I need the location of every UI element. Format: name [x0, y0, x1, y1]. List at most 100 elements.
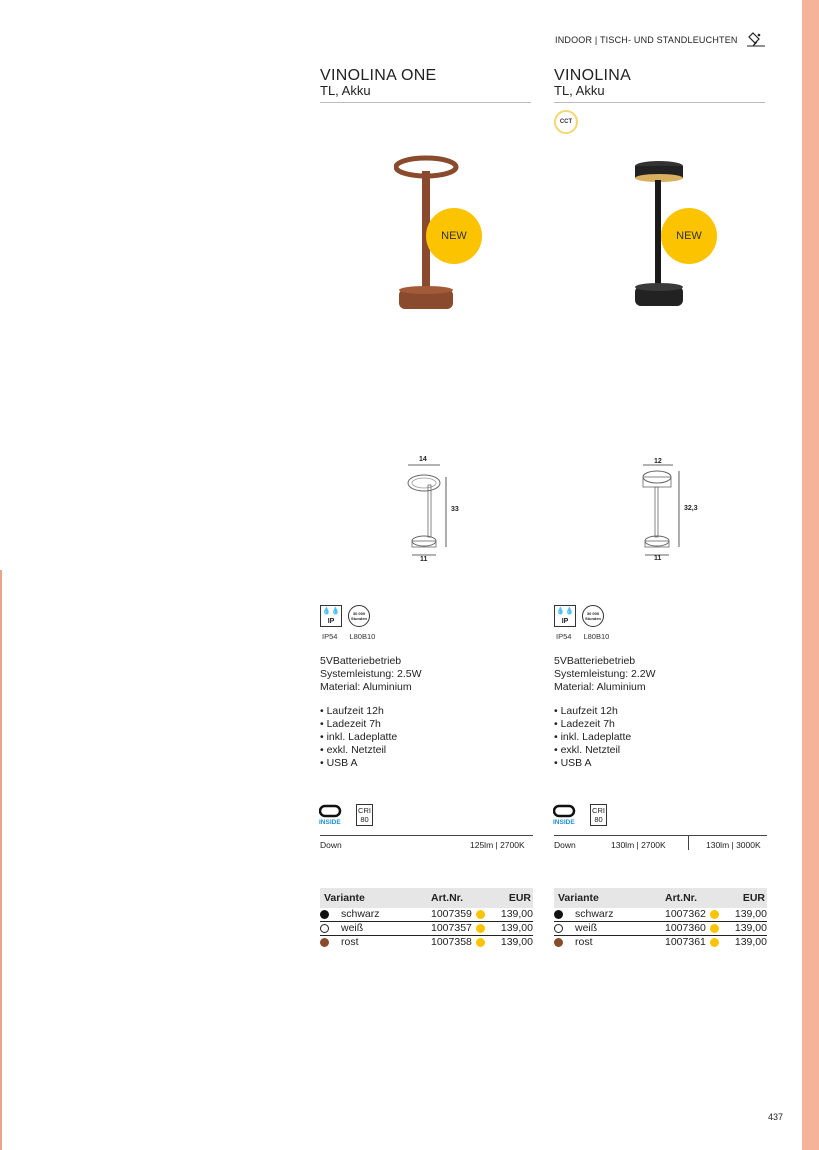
cert-icons: 💧💧IP 30 000 Stunden — [554, 605, 604, 627]
new-badge: NEW — [661, 208, 717, 264]
lumen-divider — [554, 835, 767, 836]
feature-item: exkl. Netzteil — [554, 744, 631, 757]
table-row: weiß 1007357 139,00 — [320, 922, 533, 936]
dim-width: 14 — [419, 456, 427, 463]
title-divider — [320, 102, 531, 103]
lumen-value: 130lm | 3000K — [706, 840, 761, 850]
variant-table: Variante Art.Nr. EUR schwarz 1007359 139… — [320, 888, 533, 949]
feature-item: Laufzeit 12h — [320, 705, 397, 718]
lumen-separator — [688, 836, 689, 850]
color-dot-schwarz — [554, 910, 563, 919]
spec-line: Systemleistung: 2.2W — [554, 668, 656, 680]
dim-height: 33 — [451, 506, 459, 513]
feature-item: Laufzeit 12h — [554, 705, 631, 718]
dim-base: 11 — [420, 556, 428, 563]
feature-item: USB A — [320, 757, 397, 770]
dim-base: 11 — [654, 555, 662, 562]
variant-name: weiß — [575, 922, 598, 934]
product-title: VINOLINA ONE — [320, 67, 437, 84]
article-number: 1007359 — [431, 908, 472, 920]
variant-name: schwarz — [341, 908, 380, 920]
price: 139,00 — [500, 908, 533, 920]
feature-item: exkl. Netzteil — [320, 744, 397, 757]
article-number: 1007362 — [665, 908, 706, 920]
col-variante: Variante — [324, 892, 365, 904]
article-number: 1007360 — [665, 922, 706, 934]
product-subtitle: TL, Akku — [320, 83, 371, 98]
availability-icon — [476, 910, 485, 919]
col-artnr: Art.Nr. — [665, 892, 698, 904]
ip-label: IP54 — [556, 632, 572, 641]
spec-list: 5VBatteriebetrieb Systemleistung: 2.2W M… — [554, 655, 656, 694]
variant-name: weiß — [341, 922, 364, 934]
led-inside-icon: INSIDE — [553, 804, 575, 826]
cri-icon: CRI 80 — [590, 804, 607, 826]
dim-height: 32,3 — [684, 505, 698, 512]
spec-line: Systemleistung: 2.5W — [320, 668, 422, 680]
accent-stripe — [802, 0, 819, 1150]
table-row: rost 1007361 139,00 — [554, 936, 767, 949]
product-subtitle: TL, Akku — [554, 83, 605, 98]
spec-list: 5VBatteriebetrieb Systemleistung: 2.5W M… — [320, 655, 422, 694]
lifetime-hours-icon: 30 000 Stunden — [582, 605, 604, 627]
lumen-divider — [320, 835, 533, 836]
table-row: schwarz 1007359 139,00 — [320, 908, 533, 922]
cri-label: CRI — [358, 806, 371, 815]
spec-line: Material: Aluminium — [554, 681, 646, 693]
color-dot-rost — [554, 938, 563, 947]
feature-list: Laufzeit 12h Ladezeit 7h inkl. Ladeplatt… — [554, 705, 632, 770]
feature-item: Ladezeit 7h — [554, 718, 631, 731]
variant-table: Variante Art.Nr. EUR schwarz 1007362 139… — [554, 888, 767, 949]
spec-line: Material: Aluminium — [320, 681, 412, 693]
article-number: 1007361 — [665, 936, 706, 948]
article-number: 1007358 — [431, 936, 472, 948]
feature-list: Laufzeit 12h Ladezeit 7h inkl. Ladeplatt… — [320, 705, 398, 770]
price: 139,00 — [734, 908, 767, 920]
price: 139,00 — [734, 922, 767, 934]
cert-labels: IP54 L80B10 — [322, 632, 375, 641]
cri-icon: CRI 80 — [356, 804, 373, 826]
product-vinolina: VINOLINA TL, Akku CCT — [554, 67, 767, 134]
availability-icon — [710, 924, 719, 933]
color-dot-weiss — [554, 924, 563, 933]
ip-label: IP54 — [322, 632, 338, 641]
category-header: INDOOR | TISCH- UND STANDLEUCHTEN — [555, 35, 738, 45]
price: 139,00 — [734, 936, 767, 948]
price: 139,00 — [500, 936, 533, 948]
table-row: weiß 1007360 139,00 — [554, 922, 767, 936]
variant-name: rost — [575, 936, 593, 948]
product-title: VINOLINA — [554, 67, 632, 84]
ip-rating-icon: 💧💧IP — [320, 605, 342, 627]
led-inside-label: INSIDE — [553, 819, 575, 826]
light-direction: Down — [554, 840, 576, 850]
new-badge: NEW — [426, 208, 482, 264]
col-eur: EUR — [742, 892, 765, 904]
dim-width: 12 — [654, 458, 662, 465]
dimension-drawing — [407, 464, 447, 556]
title-divider — [554, 102, 765, 103]
led-inside-label: INSIDE — [319, 819, 341, 826]
cri-value: 80 — [360, 815, 369, 824]
lifetime-label: L80B10 — [583, 632, 610, 641]
feature-item: inkl. Ladeplatte — [554, 731, 632, 744]
table-row: rost 1007358 139,00 — [320, 936, 533, 949]
variant-name: schwarz — [575, 908, 614, 920]
lifetime-hours-icon: 30 000 Stunden — [348, 605, 370, 627]
cert-icons: 💧💧IP 30 000 Stunden — [320, 605, 370, 627]
led-inside-icon: INSIDE — [319, 804, 341, 826]
color-dot-rost — [320, 938, 329, 947]
product-vinolina-one: VINOLINA ONE TL, Akku — [320, 67, 533, 103]
color-dot-schwarz — [320, 910, 329, 919]
cert-labels: IP54 L80B10 — [556, 632, 609, 641]
col-artnr: Art.Nr. — [431, 892, 464, 904]
table-header: Variante Art.Nr. EUR — [554, 888, 767, 908]
article-number: 1007357 — [431, 922, 472, 934]
col-variante: Variante — [558, 892, 599, 904]
ip-rating-icon: 💧💧IP — [554, 605, 576, 627]
availability-icon — [476, 938, 485, 947]
light-direction: Down — [320, 840, 342, 850]
lamp-image-schwarz — [635, 161, 683, 306]
feature-item: Ladezeit 7h — [320, 718, 397, 731]
col-eur: EUR — [508, 892, 531, 904]
availability-icon — [710, 910, 719, 919]
